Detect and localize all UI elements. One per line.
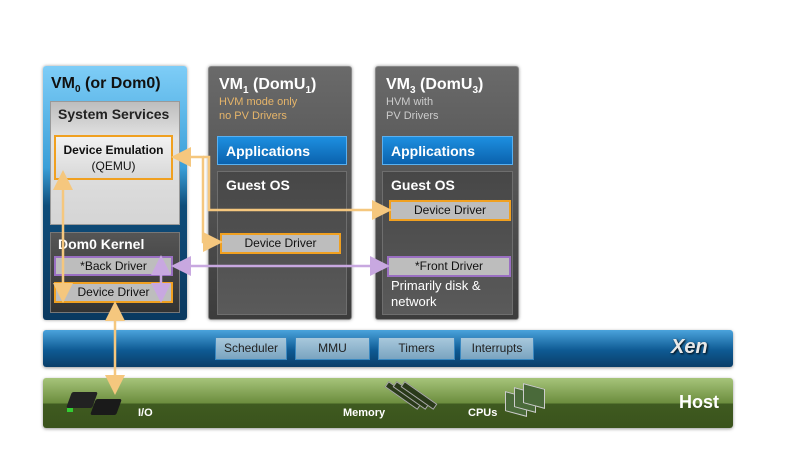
timers-box: Timers: [378, 337, 455, 360]
qemu-to-vm1-driver-arrow: [171, 147, 223, 252]
vm1-applications: Applications: [217, 136, 347, 165]
vm3-device-driver-box: Device Driver: [389, 200, 511, 221]
io-label: I/O: [138, 407, 153, 419]
device-emulation-box: Device Emulation (QEMU): [54, 135, 173, 180]
scheduler-box: Scheduler: [215, 337, 287, 360]
vm1-device-driver-box: Device Driver: [220, 233, 341, 254]
vm3-title: VM3 (DomU3): [386, 76, 484, 97]
back-driver-box: *Back Driver: [54, 256, 173, 276]
host-label: Host: [679, 392, 719, 412]
xen-hypervisor-bar: Scheduler MMU Timers Interrupts Xen: [43, 330, 733, 367]
vm3-applications: Applications: [382, 136, 513, 165]
system-services-label: System Services: [58, 106, 170, 122]
dom0-kernel-label: Dom0 Kernel: [58, 236, 145, 252]
vm0-title: VM0 (or Dom0): [51, 75, 161, 96]
device-emulation-label: Device Emulation: [63, 143, 164, 157]
front-driver-box: *Front Driver: [387, 256, 511, 277]
io-device-icon: [65, 390, 122, 418]
xen-logo: Xen: [671, 336, 708, 358]
host-bar: I/O Memory CPUs Host: [43, 378, 733, 428]
mmu-box: MMU: [295, 337, 370, 360]
vm3-guest-os: Guest OS Primarily disk & network: [382, 171, 513, 315]
memory-label: Memory: [343, 407, 386, 419]
interrupts-box: Interrupts: [460, 337, 534, 360]
cpus-label: CPUs: [468, 407, 498, 419]
qemu-to-vm3-driver-arrow: [203, 155, 392, 220]
vm1-title: VM1 (DomU1): [219, 76, 317, 97]
vm3-primarily-note: Primarily disk & network: [391, 278, 481, 309]
qemu-label: (QEMU): [91, 159, 136, 173]
